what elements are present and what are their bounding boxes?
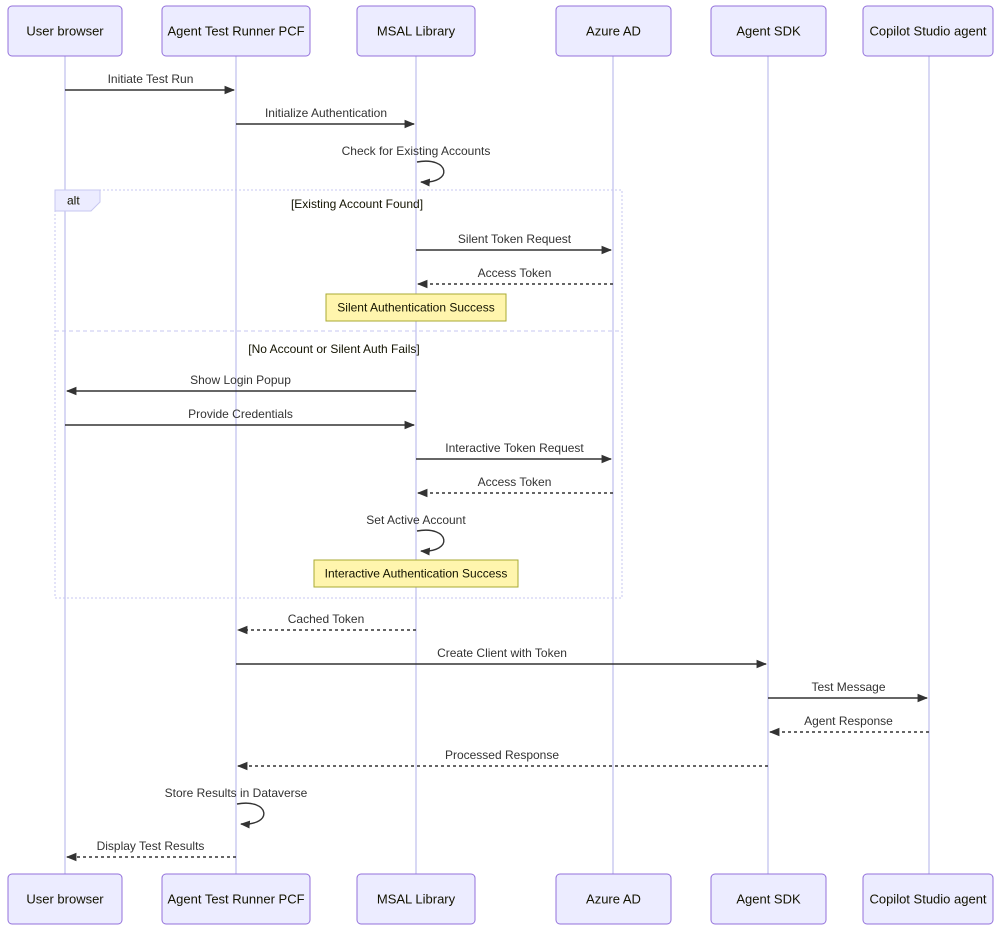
message-m14: Agent Response <box>768 714 929 737</box>
message-label: Show Login Popup <box>190 373 291 387</box>
message-m17: Display Test Results <box>65 839 236 862</box>
notes-group: Silent Authentication SuccessInteractive… <box>313 293 519 588</box>
note-label: Interactive Authentication Success <box>325 567 508 581</box>
note-box <box>313 559 519 588</box>
self-loop-path <box>416 529 445 556</box>
message-label: Processed Response <box>445 748 559 762</box>
alt-frame <box>54 189 623 599</box>
message-label: Interactive Token Request <box>445 441 584 455</box>
participant-box[interactable] <box>356 873 476 925</box>
message-m9: Access Token <box>416 475 613 498</box>
message-label: Initialize Authentication <box>265 106 387 120</box>
participant-box[interactable] <box>710 873 827 925</box>
alt-condition-b1: [Existing Account Found] <box>291 197 423 211</box>
participant-label: Azure AD <box>586 23 641 38</box>
participant-box[interactable] <box>356 5 476 57</box>
participant-label: User browser <box>26 23 104 38</box>
message-label: Display Test Results <box>97 839 205 853</box>
participant-label: Agent Test Runner PCF <box>167 891 304 906</box>
self-loop-path <box>236 802 265 829</box>
participant-bottom-agent[interactable]: Copilot Studio agent <box>862 873 994 925</box>
participant-box[interactable] <box>555 5 672 57</box>
note-n2: Interactive Authentication Success <box>313 559 519 588</box>
participant-label: Copilot Studio agent <box>869 23 986 38</box>
participant-box[interactable] <box>555 873 672 925</box>
alt-frame-group: alt [Existing Account Found] [No Account o… <box>54 189 623 599</box>
participant-top-aad[interactable]: Azure AD <box>555 5 672 57</box>
participant-top-sdk[interactable]: Agent SDK <box>710 5 827 57</box>
alt-condition-b2: [No Account or Silent Auth Fails] <box>248 342 419 356</box>
message-m4: Silent Token Request <box>416 232 613 255</box>
participant-top-pcf[interactable]: Agent Test Runner PCF <box>161 5 311 57</box>
participant-bottom-msal[interactable]: MSAL Library <box>356 873 476 925</box>
message-label: Cached Token <box>288 612 365 626</box>
note-n1: Silent Authentication Success <box>325 293 507 322</box>
message-m11: Cached Token <box>236 612 416 635</box>
participant-label: Agent SDK <box>736 891 801 906</box>
message-label: Agent Response <box>804 714 893 728</box>
participant-label: Azure AD <box>586 891 641 906</box>
message-m5: Access Token <box>416 266 613 289</box>
participant-label: Copilot Studio agent <box>869 891 986 906</box>
message-m13: Test Message <box>768 680 929 703</box>
participant-label: MSAL Library <box>377 23 456 38</box>
message-label: Initiate Test Run <box>108 72 194 86</box>
self-loop-path <box>416 160 445 187</box>
message-m16: Store Results in Dataverse <box>165 786 308 829</box>
message-label: Set Active Account <box>366 513 466 527</box>
message-label: Check for Existing Accounts <box>342 144 491 158</box>
message-label: Silent Token Request <box>458 232 572 246</box>
message-m1: Initiate Test Run <box>65 72 236 95</box>
participant-label: Agent SDK <box>736 23 801 38</box>
participant-box[interactable] <box>161 5 311 57</box>
participant-label: Agent Test Runner PCF <box>167 23 304 38</box>
participant-box[interactable] <box>7 873 123 925</box>
participant-top-msal[interactable]: MSAL Library <box>356 5 476 57</box>
participant-label: User browser <box>26 891 104 906</box>
participant-box[interactable] <box>7 5 123 57</box>
note-box <box>325 293 507 322</box>
message-m6: Show Login Popup <box>65 373 416 396</box>
participant-bottom-sdk[interactable]: Agent SDK <box>710 873 827 925</box>
note-label: Silent Authentication Success <box>337 301 494 315</box>
message-m3: Check for Existing Accounts <box>342 144 491 187</box>
message-label: Test Message <box>811 680 885 694</box>
message-label: Provide Credentials <box>188 407 293 421</box>
participant-box[interactable] <box>161 873 311 925</box>
participant-top-user[interactable]: User browser <box>7 5 123 57</box>
message-label: Access Token <box>478 475 552 489</box>
message-label: Access Token <box>478 266 552 280</box>
message-m10: Set Active Account <box>366 513 466 556</box>
message-m15: Processed Response <box>236 748 768 771</box>
participant-label: MSAL Library <box>377 891 456 906</box>
participant-bottom-aad[interactable]: Azure AD <box>555 873 672 925</box>
participant-bottom-user[interactable]: User browser <box>7 873 123 925</box>
participant-box[interactable] <box>710 5 827 57</box>
alt-tag-shape <box>54 189 101 212</box>
participant-box[interactable] <box>862 873 994 925</box>
participant-box[interactable] <box>862 5 994 57</box>
message-label: Store Results in Dataverse <box>165 786 308 800</box>
message-m7: Provide Credentials <box>65 407 416 430</box>
lifelines-group <box>64 56 930 874</box>
alt-tag-label: alt <box>67 194 80 208</box>
participant-bottom-pcf[interactable]: Agent Test Runner PCF <box>161 873 311 925</box>
message-m12: Create Client with Token <box>236 646 768 669</box>
participant-top-agent[interactable]: Copilot Studio agent <box>862 5 994 57</box>
message-m2: Initialize Authentication <box>236 106 416 129</box>
message-label: Create Client with Token <box>437 646 567 660</box>
message-m8: Interactive Token Request <box>416 441 613 464</box>
